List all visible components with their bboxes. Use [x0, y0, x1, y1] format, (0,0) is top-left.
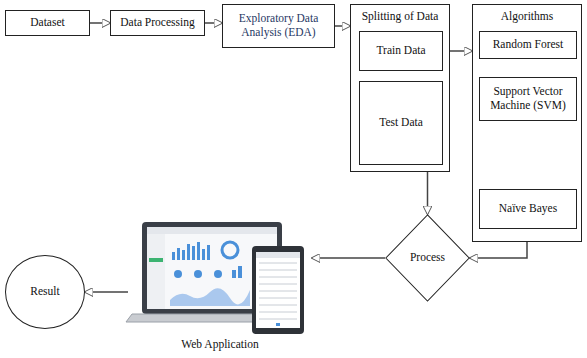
node-label: Naïve Bayes — [499, 202, 557, 216]
flow-arrow — [85, 291, 128, 293]
result-circle: Result — [5, 255, 85, 329]
sidebar-item — [149, 258, 163, 262]
node-label: Random Forest — [493, 38, 564, 52]
flow-arrow — [205, 22, 222, 24]
decision-diamond: Process — [385, 214, 470, 302]
tablet-frame — [252, 246, 304, 334]
data-box: Train Data — [359, 31, 443, 71]
algorithm-box: Support Vector Machine (SVM) — [479, 77, 577, 121]
node-label: Train Data — [376, 44, 425, 58]
node-label: Result — [30, 285, 59, 299]
app-sidebar — [147, 234, 165, 309]
area-chart — [170, 288, 250, 306]
tablet-screen — [256, 252, 300, 328]
flow-arrow — [470, 242, 527, 258]
node-label: Data Processing — [120, 16, 194, 30]
data-box: Test Data — [359, 81, 443, 165]
process-box: Dataset — [5, 10, 90, 36]
tablet-list — [259, 263, 297, 319]
node-label: Test Data — [379, 116, 423, 130]
tablet-header — [256, 252, 300, 258]
tablet-button — [276, 323, 280, 326]
group-heading: Splitting of Data — [351, 10, 449, 24]
flow-arrow — [427, 165, 429, 214]
small-charts — [174, 266, 242, 278]
group-box: Splitting of DataTrain DataTest Data — [350, 4, 450, 172]
bar-chart — [172, 242, 210, 260]
app-header — [147, 227, 277, 234]
node-label: Support Vector Machine (SVM) — [484, 85, 572, 113]
flow-arrow — [335, 25, 350, 27]
node-label: Exploratory Data Analysis (EDA) — [227, 12, 330, 40]
node-label: Dataset — [30, 16, 64, 30]
donut-chart — [222, 242, 238, 258]
group-box: AlgorithmsRandom ForestSupport Vector Ma… — [472, 4, 582, 242]
group-heading: Algorithms — [473, 10, 581, 24]
flow-arrow — [450, 50, 472, 52]
process-box: Data Processing — [110, 10, 205, 36]
algorithm-box: Naïve Bayes — [479, 189, 577, 229]
flow-arrow — [90, 22, 110, 24]
node-label: Process — [410, 251, 445, 265]
web-app-node: Web Application — [128, 216, 312, 354]
flow-arrow — [312, 257, 385, 259]
node-label: Web Application — [181, 338, 258, 352]
process-box: Exploratory Data Analysis (EDA) — [222, 4, 335, 48]
algorithm-box: Random Forest — [479, 31, 577, 59]
